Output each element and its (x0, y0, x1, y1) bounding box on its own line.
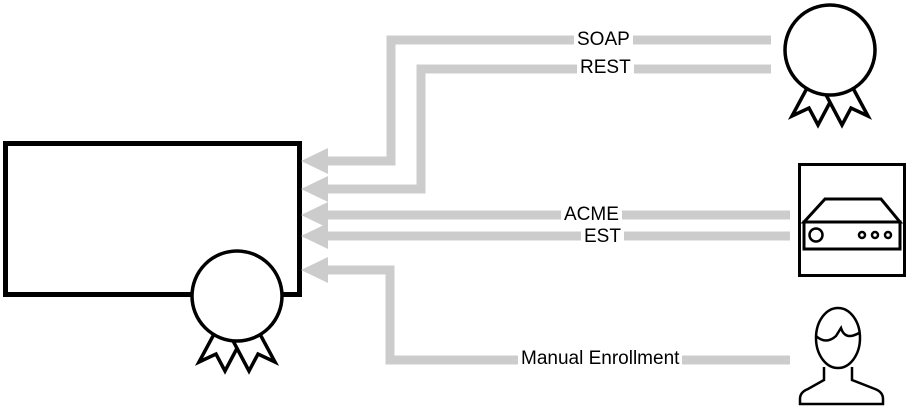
person-icon (798, 306, 885, 406)
manual-enrollment-label: Manual Enrollment (518, 346, 683, 371)
soap-connector-line (327, 35, 771, 166)
manual-arrowhead-icon (301, 257, 328, 283)
rest-arrowhead-icon (301, 176, 328, 202)
acme-label: ACME (561, 202, 622, 227)
soap-label: SOAP (574, 27, 633, 52)
server-appliance-icon (798, 163, 906, 277)
award-ribbon-icon (783, 3, 877, 129)
ca-box-node (3, 141, 302, 297)
est-arrowhead-icon (301, 223, 328, 249)
rest-label: REST (577, 55, 634, 80)
soap-arrowhead-icon (301, 148, 328, 174)
est-label: EST (581, 224, 624, 249)
acme-arrowhead-icon (301, 202, 328, 228)
award-ribbon-icon (190, 249, 284, 375)
